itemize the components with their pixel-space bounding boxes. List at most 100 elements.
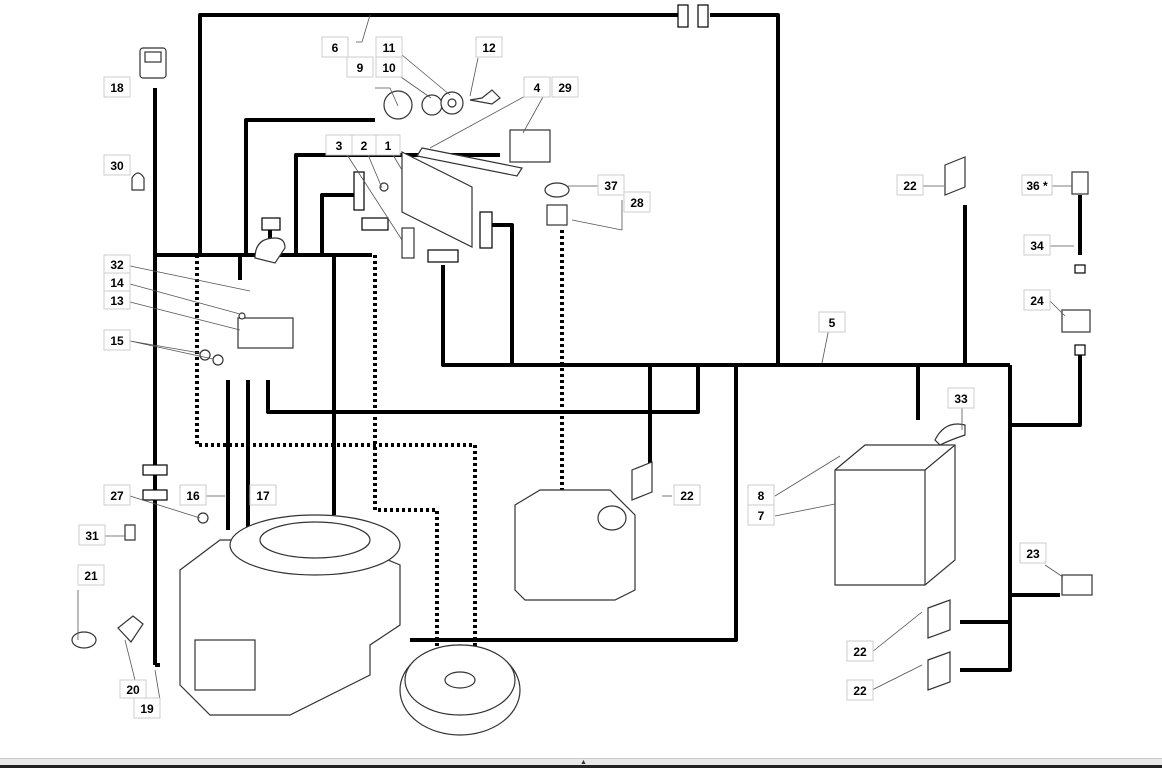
label-32: 32: [103, 254, 131, 274]
scroll-up-arrow-icon[interactable]: ▲: [580, 759, 587, 766]
label-22-top: 22: [896, 174, 924, 196]
svg-text:33: 33: [954, 392, 968, 406]
switch-22-mid: [631, 461, 653, 501]
svg-text:31: 31: [85, 529, 99, 543]
label-4: 4: [523, 76, 551, 98]
label-18: 18: [103, 76, 131, 98]
label-22-mid: 22: [673, 484, 701, 506]
fuse-3: [401, 227, 415, 259]
svg-text:24: 24: [1030, 294, 1044, 308]
label-33: 33: [947, 387, 975, 409]
svg-text:10: 10: [382, 61, 396, 75]
svg-text:1: 1: [385, 139, 392, 153]
svg-text:5: 5: [829, 316, 836, 330]
sensor-36: [1071, 171, 1089, 195]
switch-22-top: [944, 156, 966, 196]
svg-text:23: 23: [1026, 547, 1040, 561]
svg-text:12: 12: [482, 41, 496, 55]
svg-text:32: 32: [110, 258, 124, 272]
connectors: [142, 4, 1086, 501]
svg-text:8: 8: [758, 489, 765, 503]
solenoid-13: [199, 237, 294, 366]
screw-2: [379, 182, 389, 192]
svg-text:22: 22: [680, 489, 694, 503]
label-31: 31: [78, 524, 106, 546]
label-22-bottom-1: 22: [846, 640, 874, 662]
label-15: 15: [103, 329, 131, 351]
label-9: 9: [346, 56, 374, 78]
svg-text:22: 22: [853, 684, 867, 698]
fuel-tank: [514, 489, 636, 601]
switch-22-b2: [927, 651, 951, 691]
engine: [179, 512, 401, 716]
label-24: 24: [1023, 289, 1051, 311]
clip-31: [124, 524, 136, 541]
svg-text:6: 6: [332, 41, 339, 55]
label-20: 20: [119, 679, 147, 699]
svg-text:4: 4: [534, 81, 541, 95]
svg-text:34: 34: [1030, 239, 1044, 253]
button-37: [544, 182, 570, 226]
svg-text:27: 27: [110, 489, 124, 503]
label-11: 11: [375, 36, 403, 58]
svg-text:37: 37: [604, 179, 618, 193]
label-16: 16: [179, 484, 207, 506]
svg-text:13: 13: [110, 294, 124, 308]
label-14: 14: [103, 272, 131, 292]
part-labels: 6 9 11 10 12 4 29 18 30 3 2 1 37 28 22 3…: [77, 36, 1053, 719]
label-10: 10: [375, 56, 403, 78]
svg-text:29: 29: [558, 81, 572, 95]
label-8: 8: [747, 484, 775, 506]
label-34: 34: [1023, 234, 1051, 256]
relay-24: [1061, 309, 1091, 333]
svg-text:18: 18: [110, 81, 124, 95]
svg-text:17: 17: [256, 489, 270, 503]
label-21: 21: [77, 564, 105, 586]
label-27: 27: [103, 484, 131, 506]
label-12: 12: [475, 36, 503, 58]
svg-text:15: 15: [110, 334, 124, 348]
label-36: 36 *: [1021, 174, 1053, 196]
svg-text:3: 3: [336, 139, 343, 153]
svg-text:36 *: 36 *: [1026, 179, 1048, 193]
label-22-bottom-2: 22: [846, 679, 874, 701]
label-5: 5: [818, 311, 846, 333]
svg-text:16: 16: [186, 489, 200, 503]
circuit-board-1: [401, 147, 523, 248]
label-2: 2: [351, 134, 377, 156]
svg-text:19: 19: [140, 702, 154, 716]
svg-text:22: 22: [853, 645, 867, 659]
svg-text:2: 2: [361, 139, 368, 153]
label-30: 30: [103, 154, 131, 176]
svg-text:20: 20: [126, 683, 140, 697]
label-29: 29: [551, 76, 579, 98]
svg-text:22: 22: [903, 179, 917, 193]
leader-lines: [77, 14, 1074, 701]
switch-22-b1: [927, 599, 951, 639]
label-3: 3: [325, 134, 353, 156]
svg-text:7: 7: [758, 509, 765, 523]
label-1: 1: [375, 134, 401, 156]
svg-text:30: 30: [110, 159, 124, 173]
label-37: 37: [597, 174, 625, 196]
label-7: 7: [747, 504, 775, 526]
svg-text:14: 14: [110, 276, 124, 290]
bulb-21: [71, 615, 144, 649]
label-13: 13: [103, 290, 131, 310]
switch-18: [139, 47, 167, 79]
label-23: 23: [1019, 542, 1047, 564]
label-28: 28: [623, 191, 651, 213]
svg-text:11: 11: [383, 41, 396, 55]
clutch: [399, 644, 521, 736]
battery: [834, 423, 966, 586]
ignition-switch: [383, 89, 501, 120]
svg-text:21: 21: [84, 569, 98, 583]
relay-23: [1061, 574, 1093, 596]
label-6: 6: [321, 36, 349, 58]
parts: [71, 47, 1093, 736]
svg-text:9: 9: [357, 61, 364, 75]
label-17: 17: [249, 484, 277, 506]
clip-30: [131, 172, 145, 191]
label-19: 19: [133, 697, 161, 719]
